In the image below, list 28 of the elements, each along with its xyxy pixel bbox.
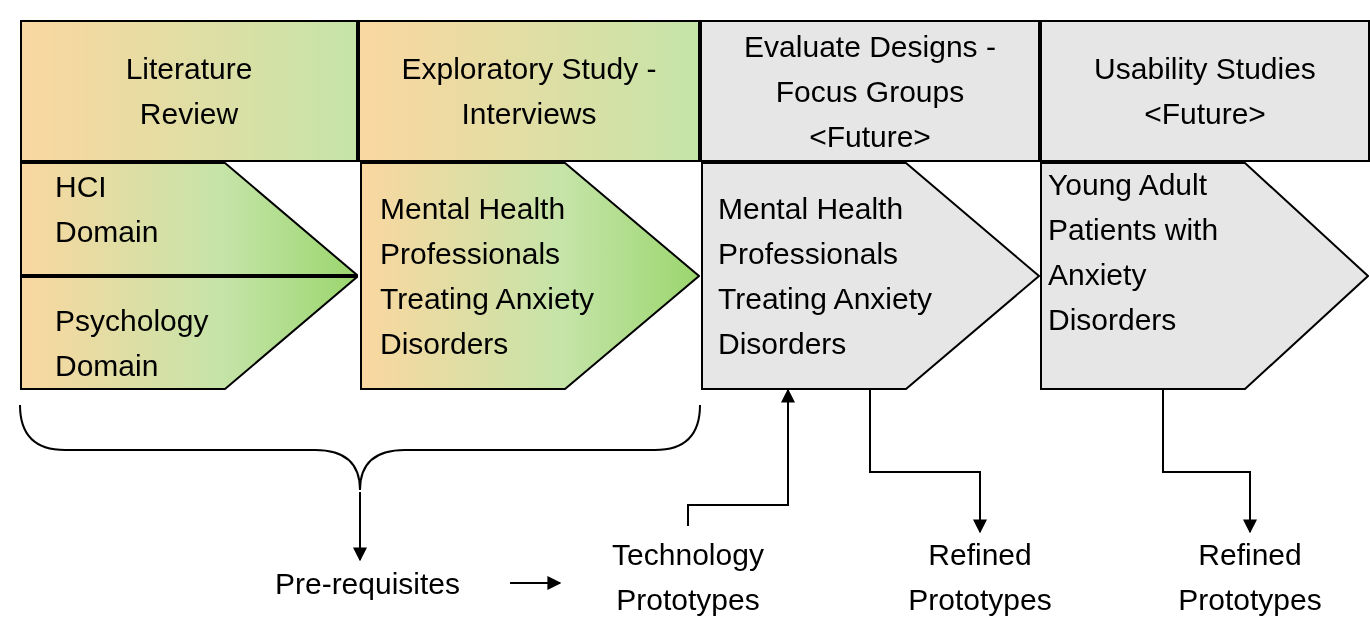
pentagon-arrow: [701, 162, 1040, 390]
arrow-shape-half: [20, 276, 358, 390]
output-text: Pre-requisites: [274, 565, 461, 602]
arrow: [687, 388, 795, 527]
participant-text: Mental Health Professionals Treating Anxiety Disorders: [718, 191, 933, 362]
phase-header: [358, 20, 700, 162]
participant-text: Mental Health Professionals Treating Anxiety Disorders: [380, 191, 595, 362]
pentagon-arrow: [360, 162, 700, 390]
phase-title: Usability Studies <Future>: [1093, 51, 1317, 132]
participant-text: Young Adult Patients with Anxiety Disorders: [1048, 167, 1220, 338]
phase-title: Exploratory Study - Interviews: [400, 51, 658, 132]
phase-header: [1040, 20, 1370, 162]
arrow-shape-half: [20, 162, 358, 276]
participant-text: HCI Domain: [55, 169, 160, 250]
phase-header: [20, 20, 358, 162]
participant-text: Psychology Domain: [55, 303, 210, 384]
phase-title: Evaluate Designs - Focus Groups <Future>: [743, 28, 997, 155]
phase-header: [700, 20, 1040, 162]
phase-title: Literature Review: [124, 51, 254, 132]
arrow: [509, 576, 562, 590]
pentagon-arrow: [1040, 162, 1369, 390]
output-text: Refined Prototypes: [907, 537, 1053, 618]
arrow: [353, 491, 367, 562]
arrow: [869, 389, 987, 534]
output-text: Technology Prototypes: [611, 537, 765, 618]
arrow: [1162, 389, 1257, 534]
curly-brace: [19, 404, 701, 492]
output-text: Refined Prototypes: [1177, 537, 1323, 618]
